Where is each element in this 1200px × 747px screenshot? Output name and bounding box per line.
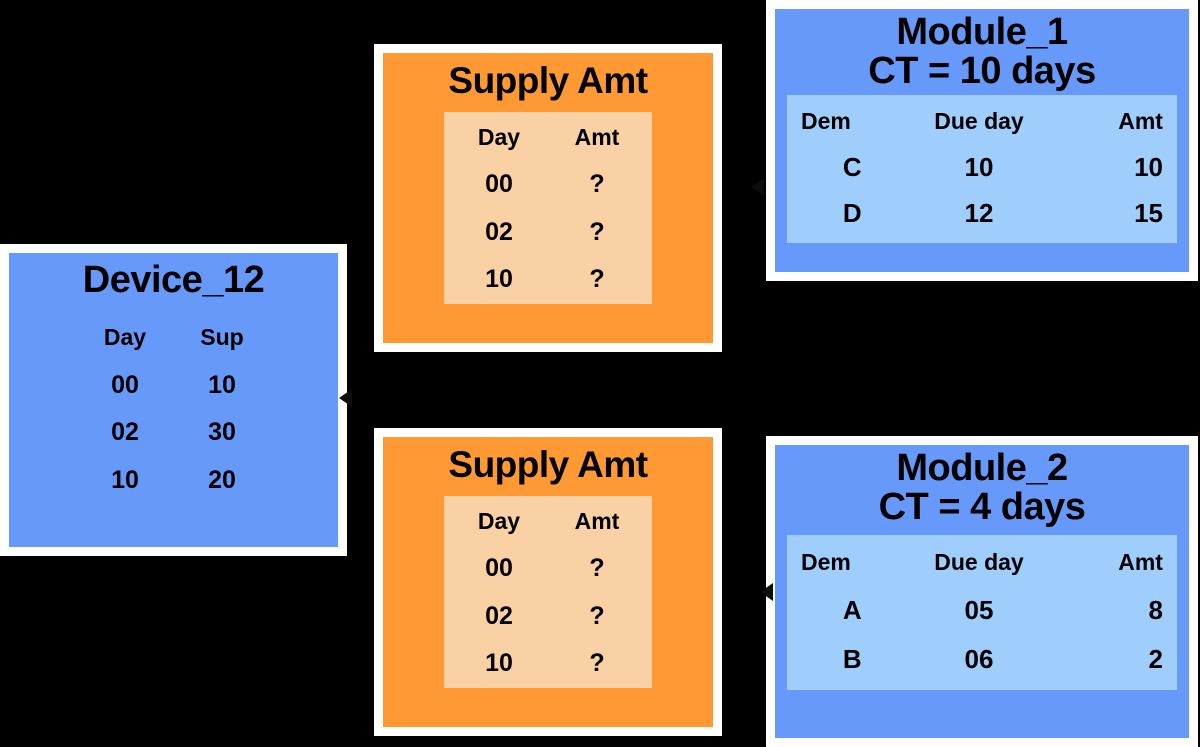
device-12-cell-day-1: 02 [111, 418, 139, 446]
supply-amt-1-cell-day-0: 00 [485, 170, 513, 199]
node-module-1[interactable]: Module_1 CT = 10 days Dem Due day Amt C … [766, 0, 1198, 281]
device-12-header-day: Day [103, 324, 147, 350]
module-2-cell-amt-1: 2 [1148, 643, 1163, 674]
supply-amt-2-cell-amt-2: ? [589, 649, 605, 678]
module-1-table: Dem Due day Amt C 10 10 D 12 15 [787, 94, 1177, 243]
supply-amt-1-header-day: Day [477, 123, 521, 150]
supply-amt-1-header-amt: Amt [574, 123, 620, 150]
supply-amt-2-table: Day Amt 00 ? 02 ? 10 ? [444, 495, 652, 688]
node-supply-amt-1[interactable]: Supply Amt Day Amt 00 ? 02 ? 10 ? [374, 44, 722, 352]
module-2-table: Dem Due day Amt A 05 8 B 06 2 [787, 534, 1177, 690]
supply-amt-2-cell-amt-1: ? [589, 601, 605, 630]
device-12-cell-day-0: 00 [111, 370, 139, 399]
supply-amt-1-cell-amt-2: ? [589, 265, 605, 294]
module-1-cell-amt-1: 15 [1134, 198, 1163, 228]
module-2-title: Module_2 CT = 4 days [878, 447, 1086, 528]
module-1-cell-due-day-0: 10 [964, 152, 994, 182]
module-2-cell-dem-1: B [842, 643, 862, 674]
supply-amt-2-cell-day-1: 02 [485, 601, 513, 630]
module-2-header-dem: Dem [801, 549, 851, 576]
module-2-cell-due-day-1: 06 [964, 643, 994, 674]
module-2-cell-dem-0: A [842, 595, 862, 626]
device-12-header-sup: Sup [200, 324, 244, 350]
supply-amt-1-cell-day-2: 10 [485, 265, 513, 294]
node-module-2[interactable]: Module_2 CT = 4 days Dem Due day Amt A 0… [766, 436, 1198, 747]
arrow-left-icon-module2-to-supply2 [760, 583, 773, 601]
device-12-cell-sup-0: 10 [208, 370, 236, 399]
arrow-left-icon-supply-to-device [339, 389, 352, 407]
supply-amt-2-title: Supply Amt [448, 444, 648, 485]
device-12-title: Device_12 [82, 259, 265, 301]
supply-amt-1-cell-amt-1: ? [589, 217, 605, 246]
module-2-cell-due-day-0: 05 [964, 595, 994, 626]
supply-amt-1-cell-day-1: 02 [485, 217, 513, 246]
node-device-12[interactable]: Device_12 Day Sup 00 10 02 30 10 20 [0, 244, 347, 556]
module-2-header-amt: Amt [1118, 549, 1163, 576]
module-1-cell-due-day-1: 12 [964, 198, 994, 228]
supply-amt-1-title: Supply Amt [448, 60, 648, 101]
device-12-cell-sup-2: 20 [208, 465, 236, 494]
supply-amt-2-cell-amt-0: ? [589, 554, 605, 583]
module-1-header-due-day: Due day [934, 108, 1024, 134]
supply-amt-2-header-amt: Amt [574, 507, 620, 534]
supply-amt-1-table: Day Amt 00 ? 02 ? 10 ? [444, 111, 652, 304]
module-1-cell-dem-0: C [842, 152, 862, 182]
device-12-table: Day Sup 00 10 02 30 10 20 [69, 312, 279, 504]
module-1-header-dem: Dem [801, 108, 851, 134]
module-1-header-amt: Amt [1118, 108, 1163, 134]
supply-amt-1-cell-amt-0: ? [589, 170, 605, 199]
device-12-cell-sup-1: 30 [208, 418, 236, 446]
device-12-cell-day-2: 10 [111, 465, 139, 494]
module-1-title: Module_1 CT = 10 days [868, 11, 1096, 92]
arrow-left-icon-module1-to-supply1 [751, 178, 764, 196]
module-1-cell-amt-0: 10 [1134, 152, 1163, 182]
node-supply-amt-2[interactable]: Supply Amt Day Amt 00 ? 02 ? 10 ? [374, 428, 722, 736]
supply-amt-2-cell-day-2: 10 [485, 649, 513, 678]
supply-amt-2-cell-day-0: 00 [485, 554, 513, 583]
module-1-cell-dem-1: D [842, 198, 862, 228]
module-2-cell-amt-0: 8 [1148, 595, 1163, 626]
supply-amt-2-header-day: Day [477, 507, 521, 534]
module-2-header-due-day: Due day [934, 549, 1024, 576]
